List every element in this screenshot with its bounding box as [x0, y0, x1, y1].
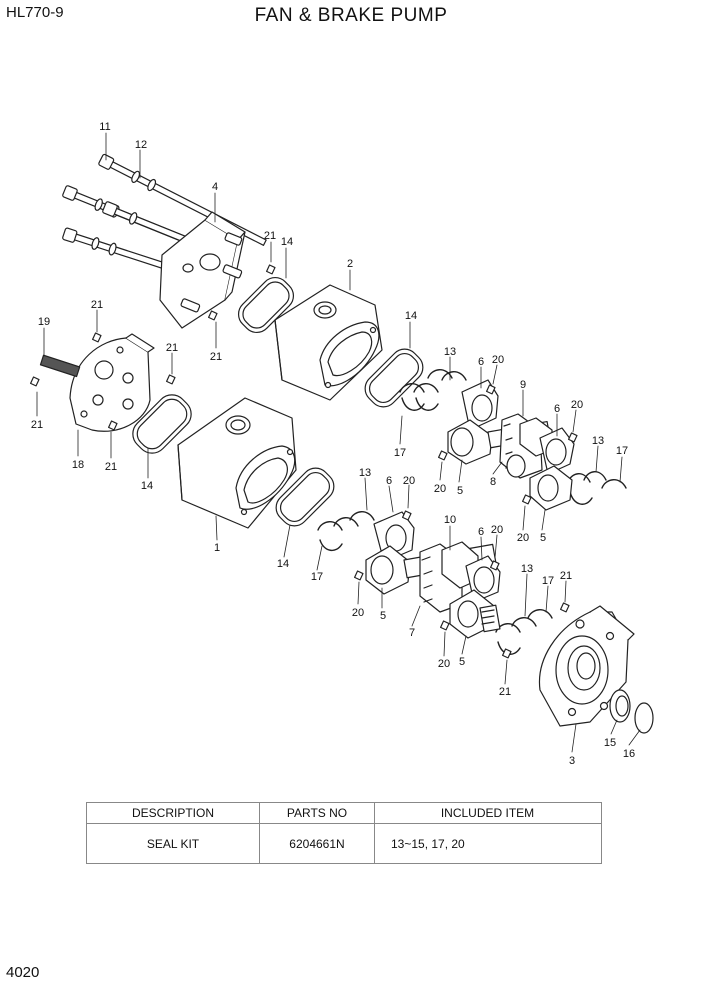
callout-label: 1	[214, 542, 220, 554]
callout-label: 14	[277, 558, 289, 570]
callout-label: 3	[569, 755, 575, 767]
callout-label: 17	[394, 447, 406, 459]
gear-housing-upper	[274, 284, 383, 401]
callout-label: 4	[212, 181, 218, 193]
gear-housing-lower	[177, 397, 297, 529]
callout-label: 21	[499, 686, 511, 698]
callout-label: 21	[91, 299, 103, 311]
callout-label: 6	[386, 475, 392, 487]
cell-parts-no: 6204661N	[259, 823, 375, 864]
callout-label: 20	[403, 475, 415, 487]
callout-label: 12	[135, 139, 147, 151]
callout-label: 13	[359, 467, 371, 479]
column-header-included-item: INCLUDED ITEM	[374, 802, 602, 824]
front-cover	[39, 333, 155, 432]
callout-label: 20	[492, 354, 504, 366]
callout-label: 20	[434, 483, 446, 495]
callout-label: 7	[409, 627, 415, 639]
callout-label: 9	[520, 379, 526, 391]
callout-label: 6	[478, 356, 484, 368]
table-header-row: DESCRIPTION PARTS NO INCLUDED ITEM	[86, 802, 602, 824]
column-header-description: DESCRIPTION	[86, 802, 260, 824]
callout-label: 20	[517, 532, 529, 544]
callout-label: 19	[38, 316, 50, 328]
callout-label: 15	[604, 737, 616, 749]
callout-label: 17	[311, 571, 323, 583]
cell-included-item: 13~15, 17, 20	[374, 823, 602, 864]
callout-label: 20	[571, 399, 583, 411]
backup-ring-set	[317, 369, 627, 655]
callout-label: 21	[264, 230, 276, 242]
callout-label: 17	[616, 445, 628, 457]
table-row: SEAL KIT 6204661N 13~15, 17, 20	[86, 823, 602, 864]
cell-description: SEAL KIT	[86, 823, 260, 864]
mounting-flange	[538, 605, 654, 734]
callout-label: 2	[347, 258, 353, 270]
callout-label: 6	[554, 403, 560, 415]
exploded-view-diagram: 11 12 4 21 14 2 21 19 21 21 14 13 6 20 9…	[29, 121, 654, 767]
page-number: 4020	[6, 964, 40, 981]
parts-table: DESCRIPTION PARTS NO INCLUDED ITEM SEAL …	[86, 802, 602, 864]
callout-label: 5	[457, 485, 463, 497]
callout-label: 8	[490, 476, 496, 488]
callout-label: 16	[623, 748, 635, 760]
callout-label: 20	[352, 607, 364, 619]
callout-label: 21	[31, 419, 43, 431]
seal-ring-set	[132, 276, 424, 527]
callout-label: 5	[380, 610, 386, 622]
upper-gear-train	[447, 379, 575, 511]
lower-gear-train	[365, 511, 501, 639]
callout-label: 13	[521, 563, 533, 575]
callout-label: 20	[438, 658, 450, 670]
callout-label: 21	[560, 570, 572, 582]
callout-label: 18	[72, 459, 84, 471]
callout-label: 6	[478, 526, 484, 538]
rear-cover	[159, 211, 246, 329]
callout-labels: 11 12 4 21 14 2 21 19 21 21 14 13 6 20 9…	[31, 121, 635, 767]
callout-label: 10	[444, 514, 456, 526]
callout-label: 13	[592, 435, 604, 447]
leader-lines	[36, 132, 641, 753]
callout-label: 11	[99, 121, 110, 133]
callout-label: 5	[540, 532, 546, 544]
callout-label: 14	[405, 310, 417, 322]
callout-label: 21	[210, 351, 222, 363]
callout-label: 21	[105, 461, 117, 473]
callout-label: 17	[542, 575, 554, 587]
dowel-pin-set	[29, 264, 578, 659]
column-header-parts-no: PARTS NO	[259, 802, 375, 824]
callout-label: 20	[491, 524, 503, 536]
callout-label: 14	[281, 236, 293, 248]
callout-label: 14	[141, 480, 153, 492]
model-code: HL770-9	[6, 4, 64, 21]
callout-label: 21	[166, 342, 178, 354]
page-title: FAN & BRAKE PUMP	[254, 5, 448, 26]
callout-label: 5	[459, 656, 465, 668]
callout-label: 13	[444, 346, 456, 358]
